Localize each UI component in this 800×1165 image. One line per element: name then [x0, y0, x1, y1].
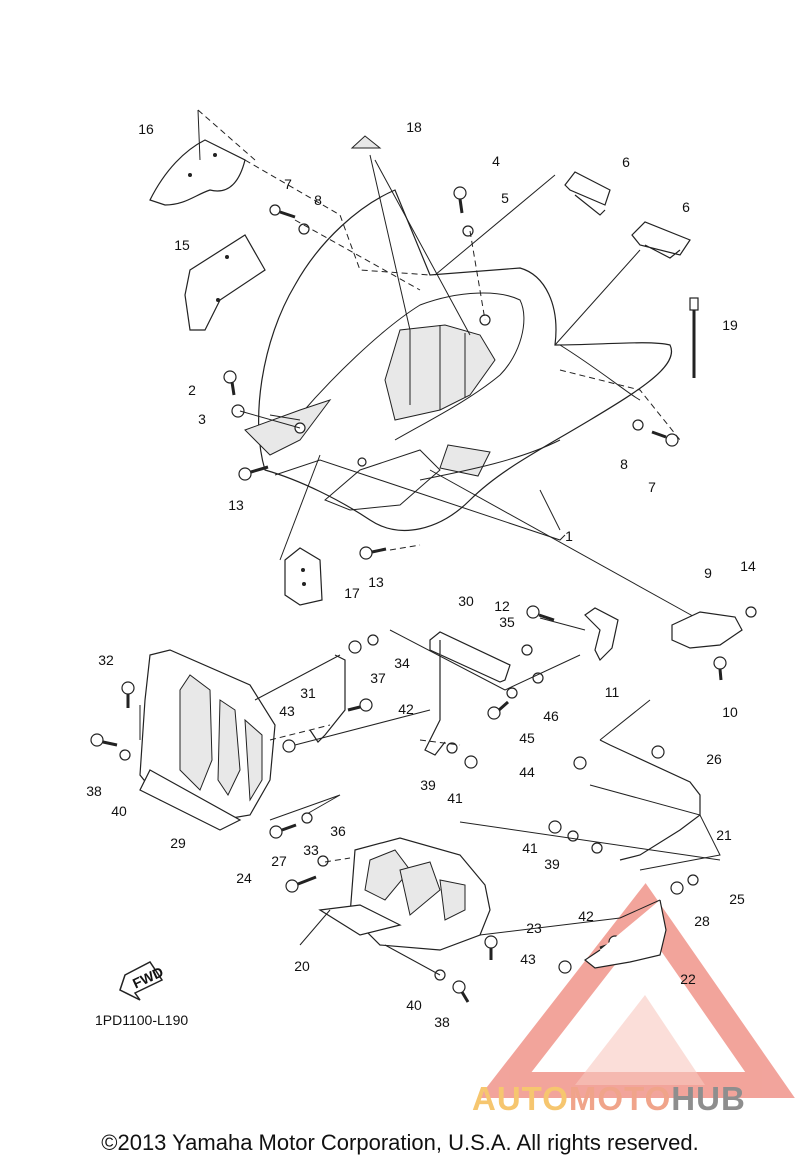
- callout-5: 5: [501, 190, 509, 206]
- fwd-arrow-icon: FWD: [119, 961, 166, 1001]
- rod-31-part: [309, 654, 346, 743]
- callout-28: 28: [694, 913, 710, 929]
- callout-13: 13: [368, 574, 384, 590]
- foot-guard-20-part: [318, 837, 491, 951]
- callout-20: 20: [294, 958, 310, 974]
- callout-22: 22: [680, 971, 696, 987]
- callout-4: 4: [492, 153, 500, 169]
- callout-44: 44: [519, 764, 535, 780]
- callout-41: 41: [447, 790, 463, 806]
- rod-22-part: [583, 899, 667, 969]
- rear-fender-part: [244, 189, 673, 531]
- callout-26: 26: [706, 751, 722, 767]
- callout-8: 8: [620, 456, 628, 472]
- watermark-part-3: HUB: [671, 1080, 746, 1117]
- bracket-11-part: [539, 607, 619, 662]
- watermark-part-1: AUTO: [472, 1080, 569, 1117]
- callout-38: 38: [86, 783, 102, 799]
- watermark-logo-icon: [478, 883, 795, 1098]
- callout-7: 7: [648, 479, 656, 495]
- callout-43: 43: [279, 703, 295, 719]
- rod-21-part: [599, 739, 701, 861]
- callout-39: 39: [544, 856, 560, 872]
- callout-24: 24: [236, 870, 252, 886]
- foot-guard-29-part: [139, 649, 276, 831]
- callout-41: 41: [522, 840, 538, 856]
- bracket-6b-part: [631, 221, 691, 259]
- callout-36: 36: [330, 823, 346, 839]
- bracket-6a-part: [564, 171, 611, 216]
- callout-16: 16: [138, 121, 154, 137]
- callout-37: 37: [370, 670, 386, 686]
- callout-2: 2: [188, 382, 196, 398]
- stay-30-part: [424, 631, 511, 756]
- leader-lines-lower: [299, 821, 721, 976]
- callout-42: 42: [578, 908, 594, 924]
- callout-18: 18: [406, 119, 422, 135]
- callout-8: 8: [314, 192, 322, 208]
- watermark-part-2: MOTO: [568, 1080, 672, 1117]
- callout-21: 21: [716, 827, 732, 843]
- callout-40: 40: [111, 803, 127, 819]
- callout-27: 27: [271, 853, 287, 869]
- callout-10: 10: [722, 704, 738, 720]
- callout-9: 9: [704, 565, 712, 581]
- callout-12: 12: [494, 598, 510, 614]
- callout-6: 6: [682, 199, 690, 215]
- callout-38: 38: [434, 1014, 450, 1030]
- callout-42: 42: [398, 701, 414, 717]
- callout-7: 7: [284, 176, 292, 192]
- callout-46: 46: [543, 708, 559, 724]
- callout-25: 25: [729, 891, 745, 907]
- callout-40: 40: [406, 997, 422, 1013]
- callout-33: 33: [303, 842, 319, 858]
- callout-14: 14: [740, 558, 756, 574]
- lower-fasteners: [269, 812, 699, 1003]
- pad-18-part: [350, 135, 382, 149]
- mud-flap-15-part: [184, 234, 266, 331]
- callout-23: 23: [526, 920, 542, 936]
- callout-31: 31: [300, 685, 316, 701]
- leader-lines-upper: [197, 109, 701, 621]
- callout-layer: 1234566778891011121313141516171819202122…: [86, 119, 756, 1030]
- callout-15: 15: [174, 237, 190, 253]
- callout-3: 3: [198, 411, 206, 427]
- rear-bracket-9-part: [671, 606, 757, 681]
- callout-1: 1: [565, 528, 573, 544]
- callout-17: 17: [344, 585, 360, 601]
- callout-32: 32: [98, 652, 114, 668]
- callout-43: 43: [520, 951, 536, 967]
- callout-35: 35: [499, 614, 515, 630]
- callout-45: 45: [519, 730, 535, 746]
- upper-fasteners: [223, 186, 679, 560]
- callout-19: 19: [722, 317, 738, 333]
- copyright-notice: ©2013 Yamaha Motor Corporation, U.S.A. A…: [101, 1130, 699, 1155]
- callout-11: 11: [605, 684, 620, 700]
- callout-39: 39: [420, 777, 436, 793]
- callout-13: 13: [228, 497, 244, 513]
- diagram-code: 1PD1100-L190: [95, 1012, 189, 1028]
- callout-29: 29: [170, 835, 186, 851]
- cable-tie-19-part: [689, 297, 699, 378]
- callout-30: 30: [458, 593, 474, 609]
- mud-flap-17-part: [284, 547, 323, 606]
- callout-6: 6: [622, 154, 630, 170]
- leader-lines-mid: [139, 629, 651, 821]
- callout-34: 34: [394, 655, 410, 671]
- watermark-text: AUTOMOTOHUB: [472, 1080, 746, 1118]
- mid-fasteners: [90, 605, 555, 769]
- mud-flap-16-part: [149, 139, 246, 206]
